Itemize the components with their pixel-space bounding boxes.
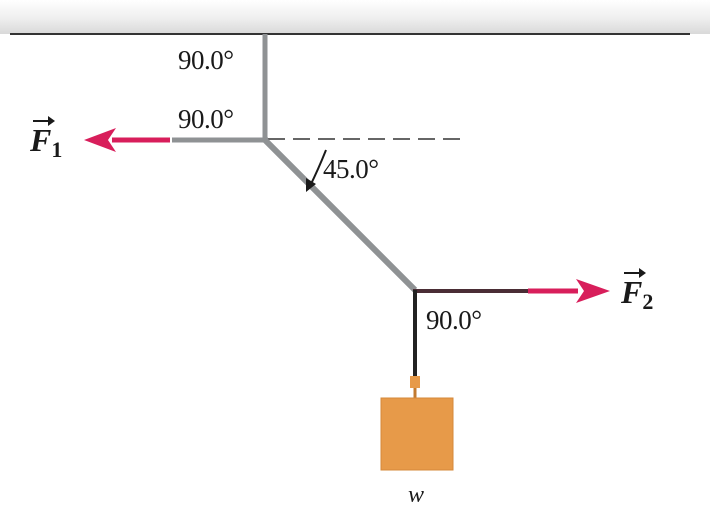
- f2-subscript: 2: [642, 289, 654, 314]
- ceiling: [0, 0, 710, 34]
- f2-symbol: F: [621, 268, 647, 310]
- f1-arrow-head: [84, 128, 116, 152]
- angle-label-diagonal: 45.0°: [323, 154, 379, 184]
- weight-block: [380, 397, 454, 471]
- angle-label-lower-junction: 90.0°: [426, 305, 482, 335]
- angle-label-ceiling-top: 90.0°: [178, 45, 234, 75]
- f2-arrow-head: [576, 279, 610, 303]
- f1-symbol: F: [30, 116, 56, 158]
- diagonal-rope: [262, 137, 418, 293]
- hook: [410, 376, 420, 388]
- angle-label-ceiling-bottom: 90.0°: [178, 104, 234, 134]
- angle-arrowhead: [306, 178, 316, 192]
- force-label-f1: F1: [30, 116, 63, 162]
- f1-subscript: 1: [51, 137, 63, 162]
- force-label-f2: F2: [621, 268, 654, 314]
- weight-label: w: [408, 482, 425, 508]
